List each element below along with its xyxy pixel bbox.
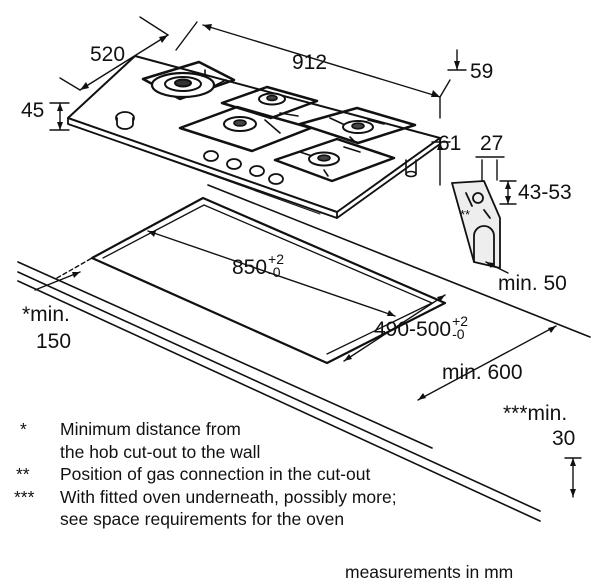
footnote-mark: *** (14, 486, 35, 507)
dim-min-30-value: 30 (552, 427, 576, 450)
pan-support-front-mid (220, 85, 319, 120)
dim-min-150-value: 150 (36, 330, 72, 353)
dim-850-value: 850 (232, 256, 268, 279)
worktop-section-detail (451, 180, 501, 269)
knob (226, 158, 242, 170)
worktop-rear-edge (207, 184, 591, 338)
dim-min-50: min. 50 (498, 272, 567, 295)
dim-43-53: 43-53 (518, 181, 572, 204)
footnote-line: With fitted oven underneath, possibly mo… (60, 486, 397, 507)
tol-minus: -0 (452, 326, 465, 342)
dim-59: 59 (470, 60, 494, 83)
knob (249, 165, 265, 177)
dim-850-tolerance: +2-0 (268, 251, 285, 280)
dim-912: 912 (292, 51, 328, 74)
dim-min-150-label: *min. (22, 303, 70, 326)
dim-61: 61 (438, 132, 462, 155)
footnote-line: Position of gas connection in the cut-ou… (60, 464, 371, 484)
knob (203, 150, 219, 162)
tol-plus: +2 (452, 313, 469, 329)
gas-connector (405, 159, 417, 178)
worktop-front-edge (17, 261, 433, 449)
dim-27: 27 (480, 132, 504, 155)
pan-support-rear-right (298, 106, 417, 145)
control-knobs (115, 111, 284, 185)
footnote-line: the hob cut-out to the wall (60, 441, 261, 462)
hob-front-edge (67, 117, 338, 219)
gas-connection-marker: ** (460, 207, 471, 222)
measurement-units: measurements in mm (345, 562, 514, 582)
cutout-outline (90, 196, 447, 365)
footnote-mark: ** (16, 464, 30, 484)
dim-min-30-label: ***min. (503, 402, 568, 425)
hob-underside (74, 125, 321, 215)
dim-520: 520 (90, 43, 126, 66)
footnote-line: see space requirements for the oven (60, 509, 345, 529)
dim-min-600: min. 600 (442, 361, 523, 384)
dim-490-500-tolerance: +2-0 (452, 313, 469, 342)
footnote-mark: * (20, 419, 27, 439)
knob (268, 173, 284, 185)
dim-850: 850+2-0 (232, 252, 284, 279)
tol-minus: -0 (268, 264, 281, 280)
dim-490-500: 490-500+2-0 (374, 314, 468, 341)
pan-support-front-right (273, 137, 396, 183)
dim-490-500-value: 490-500 (374, 318, 452, 341)
tol-plus: +2 (268, 251, 285, 267)
footnote-line: Minimum distance from (60, 419, 241, 439)
dim-45: 45 (21, 99, 45, 122)
burners (150, 71, 374, 167)
arrowheads (57, 24, 576, 497)
worktop (17, 184, 591, 522)
